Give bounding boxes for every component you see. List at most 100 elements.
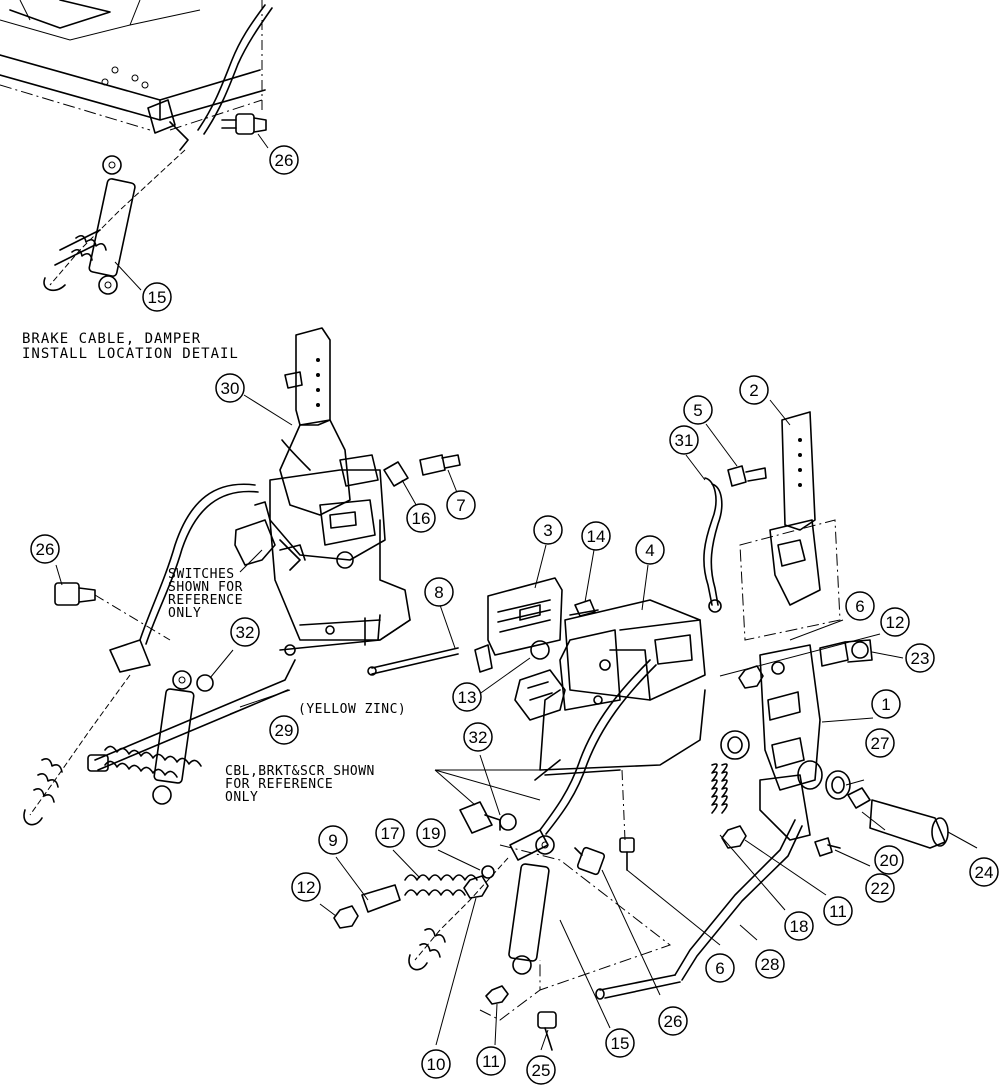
callout-22: 22 — [865, 873, 895, 903]
callout-8: 8 — [424, 577, 454, 607]
detail-brake-cable — [43, 4, 273, 292]
callout-24: 24 — [969, 857, 999, 887]
callout-7: 7 — [446, 490, 476, 520]
callout-26: 26 — [30, 534, 60, 564]
callout-6: 6 — [845, 591, 875, 621]
callout-4: 4 — [635, 535, 665, 565]
callout-23: 23 — [905, 643, 935, 673]
right-lever-2 — [739, 411, 841, 641]
callout-18: 18 — [784, 911, 814, 941]
callout-20: 20 — [874, 845, 904, 875]
callout-13: 13 — [452, 682, 482, 712]
callout-label: 6 — [855, 597, 864, 616]
callout-label: 11 — [829, 902, 847, 921]
callout-29: 29 — [269, 715, 299, 745]
callout-label: 1 — [881, 695, 890, 714]
callout-label: 23 — [911, 649, 930, 668]
pin-22 — [814, 837, 841, 857]
callout-26: 26 — [658, 1006, 688, 1036]
callout-label: 12 — [297, 878, 316, 897]
bracket-3 — [474, 577, 563, 673]
cbl-note-line1: CBL,BRKT&SCR SHOWN — [225, 764, 375, 779]
cbl-bracket-reference — [459, 801, 517, 834]
bolt-5 — [727, 465, 767, 487]
damper-left — [152, 670, 195, 805]
callout-label: 22 — [871, 879, 890, 898]
callout-label: 15 — [611, 1034, 630, 1053]
callout-label: 4 — [645, 541, 654, 560]
spring-18 — [711, 763, 728, 814]
washer-19 — [481, 865, 495, 879]
rod-end-9 — [361, 884, 401, 913]
callout-label: 17 — [381, 824, 400, 843]
callout-16: 16 — [406, 503, 436, 533]
nut-11-bottom — [485, 985, 509, 1005]
spring-rod-29 — [87, 659, 296, 778]
callout-11: 11 — [476, 1046, 506, 1076]
callout-12: 12 — [880, 607, 910, 637]
bushing-left — [720, 730, 823, 790]
callout-5: 5 — [683, 395, 713, 425]
switch-reference — [234, 501, 306, 571]
callout-32: 32 — [230, 617, 260, 647]
plate-1 — [759, 644, 821, 841]
detail-bolt-26 — [221, 113, 267, 135]
callout-label: 26 — [275, 151, 294, 170]
nut-11-right — [721, 825, 747, 849]
callout-label: 12 — [886, 613, 905, 632]
bolt-25 — [537, 1011, 557, 1051]
callout-label: 30 — [221, 379, 240, 398]
callout-25: 25 — [526, 1055, 556, 1085]
dashed-box-center — [479, 844, 672, 1021]
callout-label: 27 — [871, 734, 890, 753]
callout-12: 12 — [291, 872, 321, 902]
callout-3: 3 — [533, 515, 563, 545]
detail-damper — [88, 155, 136, 295]
callout-10: 10 — [421, 1049, 451, 1079]
callout-30: 30 — [215, 373, 245, 403]
rod-28 — [595, 819, 803, 1000]
bolt-26-center — [574, 846, 606, 876]
callout-label: 24 — [975, 863, 994, 882]
callout-26: 26 — [269, 145, 299, 175]
switches-note-line1: SWITCHES — [168, 567, 235, 582]
center-cable — [408, 659, 657, 971]
nut-10 — [463, 875, 489, 899]
callout-14: 14 — [581, 521, 611, 551]
callout-label: 10 — [427, 1055, 446, 1074]
damper-center-15 — [508, 835, 555, 975]
callout-label: 7 — [456, 496, 465, 515]
callout-label: 13 — [458, 688, 477, 707]
callout-label: 9 — [328, 831, 337, 850]
pin-16-bolt-7 — [383, 454, 461, 487]
detail-frame-section — [0, 0, 266, 131]
callout-label: 2 — [749, 381, 758, 400]
callout-28: 28 — [755, 949, 785, 979]
spring-17 — [404, 874, 478, 896]
callout-17: 17 — [375, 818, 405, 848]
washer-13 — [530, 640, 550, 660]
callout-31: 31 — [669, 425, 699, 455]
bolt-26-left — [54, 582, 171, 641]
bolt-6 — [619, 769, 635, 871]
left-brake-cable — [23, 483, 259, 826]
callout-label: 26 — [36, 540, 55, 559]
callout-label: 11 — [482, 1052, 500, 1071]
switches-note-line4: ONLY — [168, 606, 201, 621]
switches-note: SWITCHES SHOWN FOR REFERENCE ONLY — [168, 549, 263, 621]
detail-note-line2: INSTALL LOCATION DETAIL — [22, 346, 239, 362]
callout-label: 14 — [587, 527, 606, 546]
switch-block — [514, 669, 566, 721]
link-31 — [703, 477, 723, 606]
bracket-4 — [534, 599, 706, 781]
callout-group: 26 15 30 2 5 31 16 7 26 3 14 4 6 12 23 8… — [30, 145, 999, 1085]
callout-32: 32 — [463, 722, 493, 752]
callout-label: 32 — [469, 728, 488, 747]
callout-1: 1 — [871, 689, 901, 719]
switches-note-line3: REFERENCE — [168, 593, 243, 608]
washer-20 — [847, 787, 871, 809]
callout-label: 20 — [880, 851, 899, 870]
cbl-note: CBL,BRKT&SCR SHOWN FOR REFERENCE ONLY — [225, 764, 375, 805]
cbl-note-line3: ONLY — [225, 790, 258, 805]
